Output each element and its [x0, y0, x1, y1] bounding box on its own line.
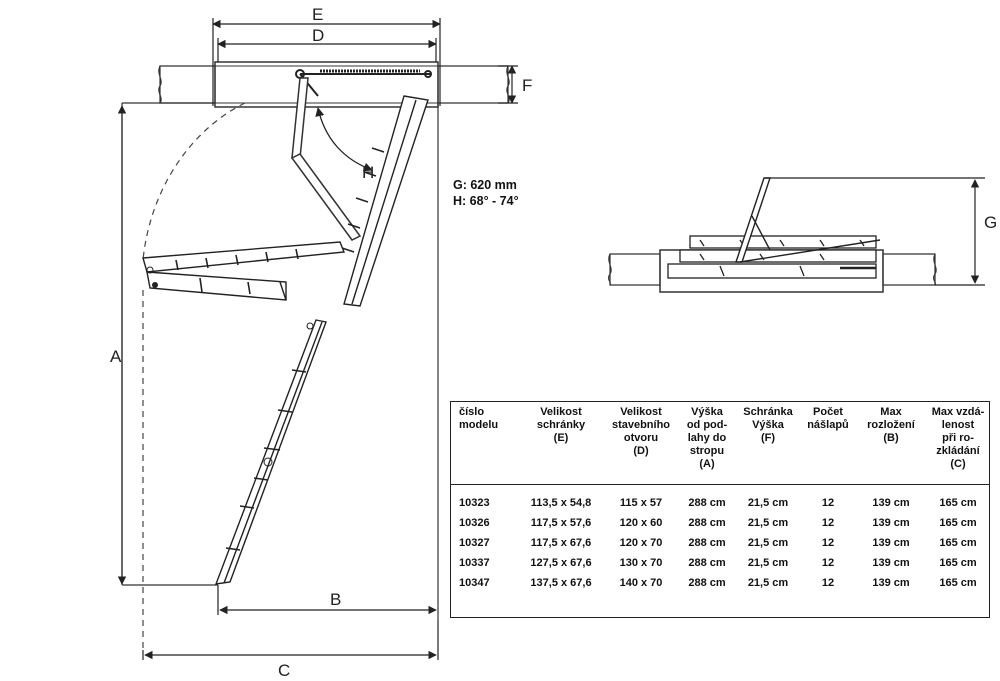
ladder-middle-section [142, 241, 345, 301]
cell-max-distance: 165 cm [939, 557, 977, 569]
dimension-f [498, 65, 518, 104]
cell-box-height: 21,5 cm [747, 557, 789, 569]
ladder-middle-rungs [175, 248, 299, 295]
cell-max-distance: 165 cm [939, 517, 977, 529]
cell-steps: 12 [821, 577, 835, 589]
header-max-distance: Max vzdá- lenost při ro- zkládání (C) [927, 402, 989, 485]
dimension-b [217, 585, 437, 615]
cell-height: 288 cm [688, 557, 726, 569]
cell-opening-size: 115 x 57 [619, 497, 663, 509]
ladder-upper-section [343, 95, 429, 307]
table-row: 10326 117,5 x 57,6 120 x 60 288 cm 21,5 cm 12… [451, 513, 989, 533]
label-b: B [330, 590, 341, 609]
cell-box-height: 21,5 cm [747, 577, 789, 589]
cell-max-spread: 139 cm [872, 517, 910, 529]
label-f: F [522, 76, 532, 95]
cell-height: 288 cm [688, 497, 726, 509]
spec-h: H: 68° - 74° [453, 194, 519, 208]
cell-max-spread: 139 cm [872, 577, 910, 589]
cell-model: 10337 [459, 557, 490, 569]
angle-h-arc [315, 107, 373, 172]
cell-max-distance: 165 cm [939, 537, 977, 549]
dimension-d [217, 38, 437, 62]
spring-mechanism [295, 69, 432, 97]
table-header-row: číslo modelu Velikost schránky (E) Velik… [451, 402, 989, 485]
label-d: D [312, 26, 324, 45]
cell-steps: 12 [821, 557, 835, 569]
cell-steps: 12 [821, 537, 835, 549]
header-box-height: Schránka Výška (F) [735, 402, 801, 485]
cell-box-size: 137,5 x 67,6 [530, 577, 592, 589]
cell-box-size: 117,5 x 57,6 [530, 517, 592, 529]
cell-model: 10347 [459, 577, 490, 589]
cell-height: 288 cm [688, 517, 726, 529]
label-g: G [984, 213, 997, 232]
ladder-lower-section [214, 319, 327, 585]
attic-box [214, 61, 439, 108]
cell-box-size: 113,5 x 54,8 [530, 497, 592, 509]
table-row: 10347 137,5 x 67,6 140 x 70 288 cm 21,5 cm 12… [451, 573, 989, 593]
cell-height: 288 cm [688, 537, 726, 549]
cell-max-spread: 139 cm [872, 557, 910, 569]
header-box-size: Velikost schránky (E) [519, 402, 603, 485]
cell-model: 10326 [459, 517, 490, 529]
cell-max-spread: 139 cm [872, 497, 910, 509]
header-height: Výška od pod- lahy do stropu (A) [679, 402, 735, 485]
cell-opening-size: 140 x 70 [619, 577, 663, 589]
folding-arm [290, 77, 362, 241]
header-steps: Počet nášlapů [801, 402, 855, 485]
ladder-upper-rungs [341, 147, 385, 253]
label-h: H [362, 163, 374, 182]
header-opening-size: Velikost stavebního otvoru (D) [603, 402, 679, 485]
label-a: A [110, 347, 122, 366]
header-model: číslo modelu [451, 402, 519, 485]
cell-opening-size: 120 x 60 [619, 517, 663, 529]
dimension-c [142, 620, 439, 660]
ceiling-right [437, 65, 510, 104]
cell-box-height: 21,5 cm [747, 497, 789, 509]
table-row: 10337 127,5 x 67,6 130 x 70 288 cm 21,5 cm 12… [451, 553, 989, 573]
cell-box-height: 21,5 cm [747, 517, 789, 529]
ladder-lower-rungs [225, 369, 307, 551]
cell-box-size: 127,5 x 67,6 [530, 557, 592, 569]
folded-ceiling-right [882, 253, 937, 286]
ceiling-left [158, 65, 216, 104]
folded-ceiling-left [607, 253, 661, 286]
cell-opening-size: 120 x 70 [619, 537, 663, 549]
cell-max-distance: 165 cm [939, 497, 977, 509]
header-max-spread: Max rozložení (B) [855, 402, 927, 485]
cell-box-size: 117,5 x 67,6 [530, 537, 592, 549]
cell-height: 288 cm [688, 577, 726, 589]
table-row: 10323 113,5 x 54,8 115 x 57 288 cm 21,5 cm 12… [451, 485, 989, 514]
cell-steps: 12 [821, 497, 835, 509]
cell-max-spread: 139 cm [872, 537, 910, 549]
cell-max-distance: 165 cm [939, 577, 977, 589]
cell-steps: 12 [821, 517, 835, 529]
table-row: 10327 117,5 x 67,6 120 x 70 288 cm 21,5 cm 12… [451, 533, 989, 553]
label-c: C [278, 661, 290, 680]
door-swing-arc [142, 102, 246, 261]
dimension-e [212, 18, 441, 106]
spec-g: G: 620 mm [453, 178, 517, 192]
label-e: E [312, 5, 323, 24]
cell-model: 10323 [459, 497, 490, 509]
dimension-g [765, 177, 985, 286]
specification-table: číslo modelu Velikost schránky (E) Velik… [450, 401, 990, 618]
cell-opening-size: 130 x 70 [619, 557, 663, 569]
cell-model: 10327 [459, 537, 490, 549]
cell-box-height: 21,5 cm [747, 537, 789, 549]
